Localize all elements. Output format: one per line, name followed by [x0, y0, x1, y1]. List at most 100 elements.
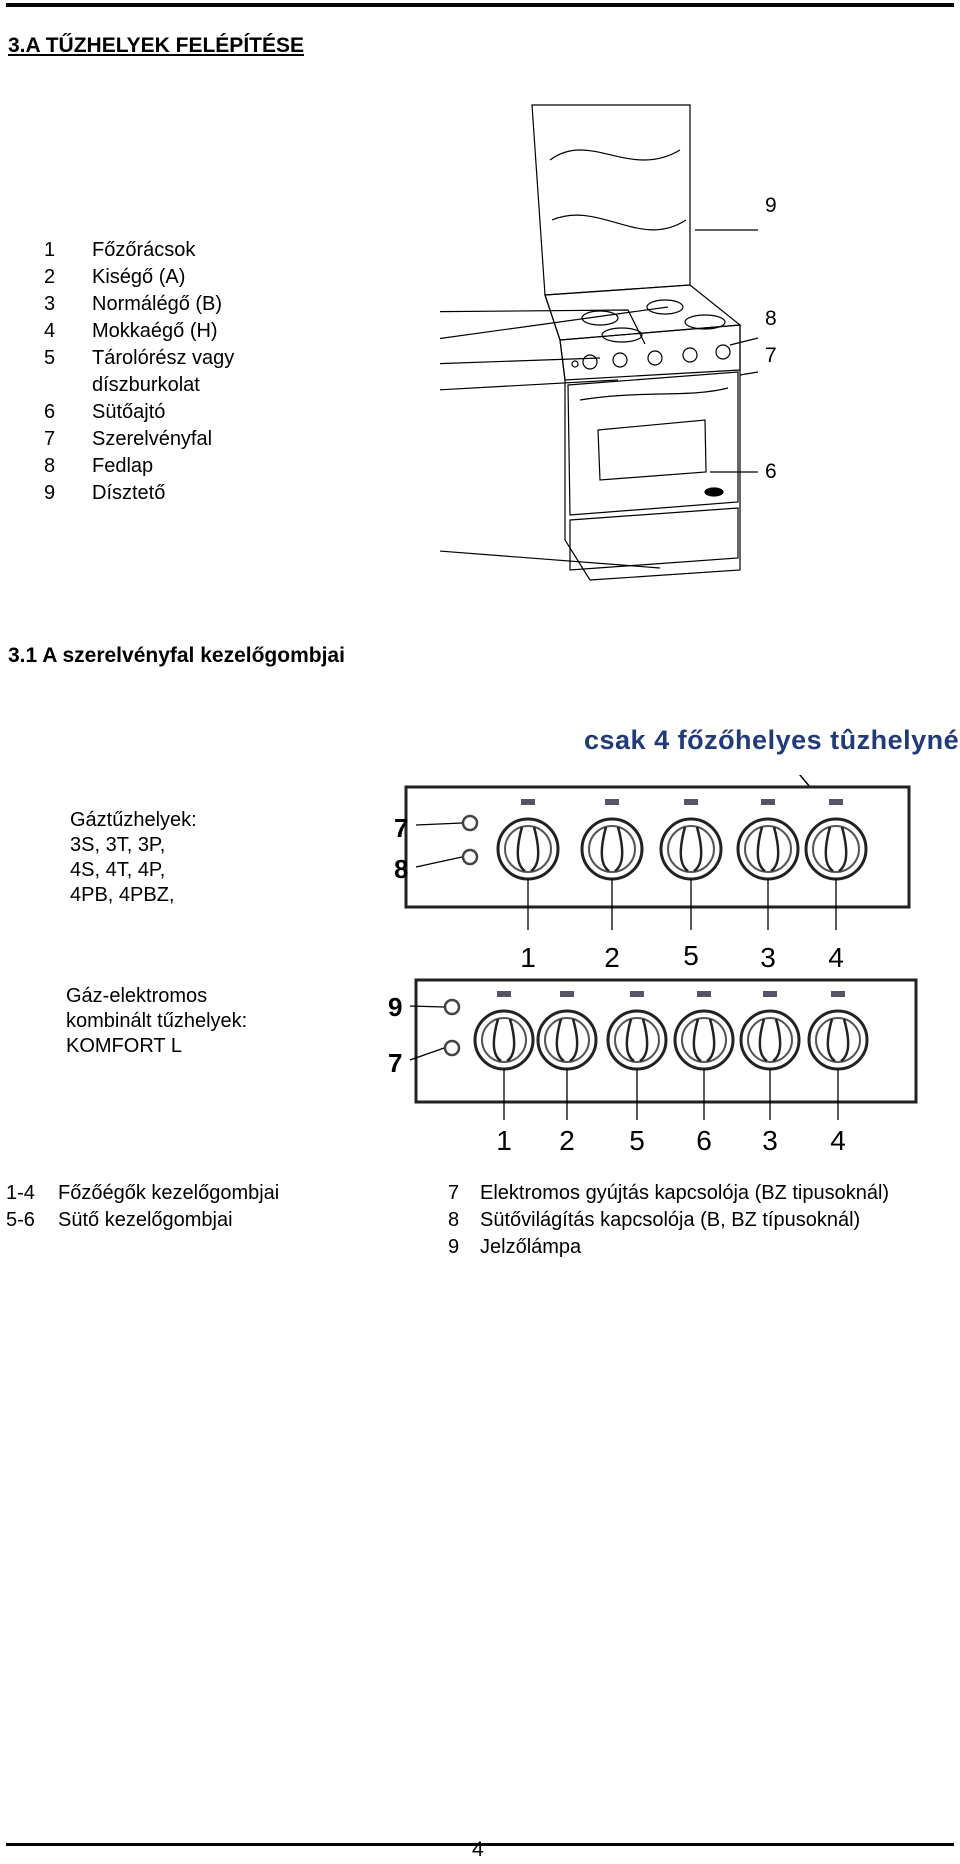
knob-grip — [824, 826, 848, 873]
knob — [715, 344, 731, 360]
side-label: 7 — [388, 1048, 402, 1078]
callout-label: 7 — [765, 344, 777, 367]
legend-label: Fedlap — [92, 455, 154, 477]
legend-item: 6 Sütőajtó — [44, 399, 234, 426]
knob-inner — [504, 825, 552, 873]
model-line: KOMFORT L — [66, 1035, 182, 1057]
knob — [682, 347, 698, 363]
legend-label: Mokkaégő (H) — [92, 320, 218, 342]
knob — [647, 350, 663, 366]
symbol-icon — [560, 991, 574, 997]
model-line: 3S, 3T, 3P, — [70, 834, 166, 856]
legend-label: Dísztető — [92, 482, 166, 504]
knob-grip — [555, 1018, 579, 1063]
knob-number: 3 — [760, 942, 776, 973]
leader-line — [739, 371, 759, 376]
knob-inner — [815, 1017, 861, 1063]
legend-switches: 7 Elektromos gyújtás kapcsolója (BZ tipus… — [448, 1180, 889, 1261]
knob-number: 2 — [604, 942, 620, 973]
legend-label: Elektromos gyújtás kapcsolója (BZ tipuso… — [480, 1182, 890, 1204]
symbol-icon — [763, 991, 777, 997]
side-label: 7 — [394, 813, 408, 843]
knob-number: 5 — [683, 940, 699, 971]
legend-label: Sütőajtó — [92, 401, 166, 423]
leader-line — [440, 550, 661, 569]
knob-number: 3 — [762, 1125, 778, 1156]
leader-line — [729, 337, 759, 346]
knob-inner — [747, 1017, 793, 1063]
knob-grip — [692, 1018, 716, 1063]
knob-ring — [736, 817, 800, 881]
legend-item: 7 Szerelvényfal — [44, 426, 234, 453]
legend-number: 4 — [44, 320, 56, 342]
symbol-icon — [521, 799, 535, 805]
symbol-icon — [829, 799, 843, 805]
symbol-icon — [497, 991, 511, 997]
model-line: 4S, 4T, 4P, — [70, 859, 166, 881]
symbol-icon — [761, 799, 775, 805]
legend-label: Sütő kezelőgombjai — [58, 1209, 233, 1231]
legend-number: 1 — [44, 239, 56, 261]
burner — [684, 314, 726, 330]
knob-number: 1 — [496, 1125, 512, 1156]
combi-control-panel: 9 7 1 2 5 6 3 4 — [388, 978, 918, 1156]
indicator-light — [443, 998, 461, 1016]
indicator-light — [461, 814, 479, 832]
legend-number: 6 — [44, 401, 56, 423]
symbol-icon — [831, 991, 845, 997]
legend-number: 8 — [448, 1209, 460, 1231]
knob-ring — [496, 817, 560, 881]
callout-label: 8 — [765, 307, 777, 330]
knob — [582, 354, 598, 370]
oven-window — [597, 419, 707, 481]
legend-label: Kiségő (A) — [92, 266, 186, 288]
knob-ring — [580, 817, 644, 881]
legend-number: 3 — [44, 293, 56, 315]
legend-number: 2 — [44, 266, 56, 288]
legend-item: 2 Kiségő (A) — [44, 264, 234, 291]
knob-grip — [679, 826, 703, 873]
legend-label: Tárolórész vagy — [92, 347, 235, 369]
knob-number: 6 — [696, 1125, 712, 1156]
knob-grip — [756, 826, 780, 873]
model-line: kombinált tűzhelyek: — [66, 1010, 248, 1032]
knob-number: 4 — [830, 1125, 846, 1156]
top-rule — [6, 3, 954, 7]
legend-number: 1-4 — [6, 1182, 35, 1204]
legend-number: 7 — [44, 428, 56, 450]
leader-line — [440, 309, 646, 345]
knob-ring — [804, 817, 868, 881]
model-line: 4PB, 4PBZ, — [70, 884, 175, 906]
body-edge — [544, 294, 591, 581]
legend-number: 9 — [448, 1236, 460, 1258]
knob-ring — [807, 1009, 869, 1071]
knob-ring — [536, 1009, 598, 1071]
knob-inner — [614, 1017, 660, 1063]
indicator-light — [443, 1039, 461, 1057]
legend-label: Szerelvényfal — [92, 428, 213, 450]
leader-line — [440, 306, 669, 340]
knob-ring — [606, 1009, 668, 1071]
legend-number: 7 — [448, 1182, 460, 1204]
side-label: 9 — [388, 992, 402, 1022]
burner — [646, 299, 684, 315]
knob-inner — [681, 1017, 727, 1063]
knob — [612, 352, 628, 368]
callout-label: 6 — [765, 460, 777, 483]
callout-label: 9 — [765, 194, 777, 217]
knob-number: 1 — [520, 942, 536, 973]
indicator-light — [461, 848, 479, 866]
symbol-icon — [684, 799, 698, 805]
legend-label: Főzőégők kezelőgombjai — [58, 1182, 280, 1204]
bottom-rule — [6, 1843, 954, 1846]
burner — [581, 310, 619, 326]
page-heading: 3.A TŰZHELYEK FELÉPÍTÉSE — [8, 34, 304, 57]
knob-ring — [673, 1009, 735, 1071]
page-number: 4 — [472, 1838, 484, 1861]
base-edge — [589, 565, 741, 581]
knob-inner — [544, 1017, 590, 1063]
